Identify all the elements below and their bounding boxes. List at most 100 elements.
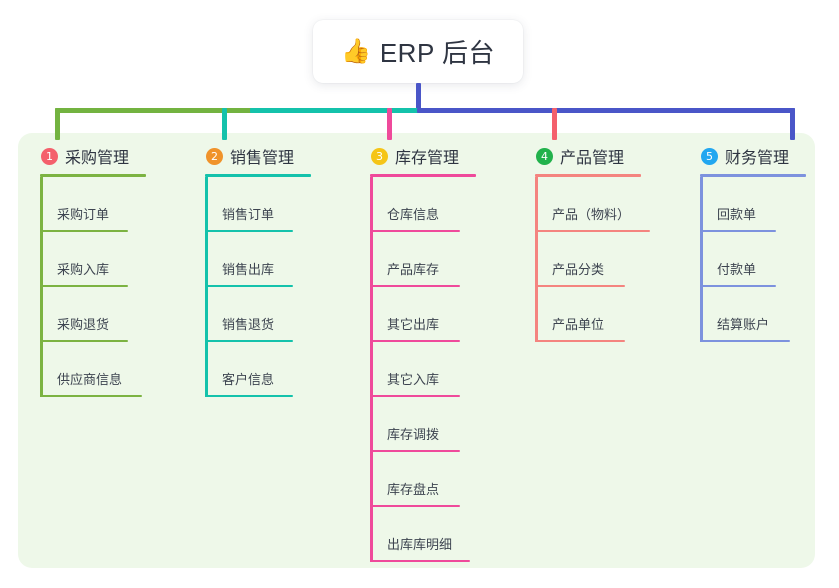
menu-item-underline [40,340,128,342]
menu-item-label: 采购订单 [57,207,110,222]
category-spine-3 [370,177,373,562]
menu-item-label: 产品库存 [387,262,440,277]
menu-item-underline [700,340,790,342]
menu-item[interactable]: 库存调拨 [370,397,476,452]
menu-item[interactable]: 出库库明细 [370,507,476,562]
menu-item-underline [205,340,293,342]
category-items-4: 产品（物料） 产品分类产品单位 [535,177,650,342]
menu-item-underline [370,230,460,232]
menu-item[interactable]: 库存盘点 [370,452,476,507]
menu-item-label: 产品分类 [552,262,605,277]
thumbs-up-icon: 👍 [340,37,371,65]
menu-item-label: 付款单 [717,262,757,277]
menu-item-label: 采购退货 [57,317,110,332]
menu-item-label: 出库库明细 [387,537,453,552]
category-column-3: 3 库存管理仓库信息产品库存其它出库其它入库库存调拨库存盘点出库库明细 [370,145,476,562]
menu-item-label: 销售订单 [222,207,275,222]
menu-item[interactable]: 采购订单 [40,177,146,232]
menu-item-label: 客户信息 [222,372,275,387]
menu-item-label: 销售出库 [222,262,275,277]
menu-item[interactable]: 销售订单 [205,177,311,232]
category-header-3[interactable]: 3 库存管理 [370,145,476,167]
category-items-1: 采购订单采购入库采购退货供应商信息 [40,177,146,397]
menu-item[interactable]: 供应商信息 [40,342,146,397]
category-underline-1 [40,174,146,177]
menu-item-label: 产品单位 [552,317,605,332]
menu-item-underline [370,395,460,397]
menu-item-underline [40,285,128,287]
connector-drop-1 [55,108,60,140]
menu-item[interactable]: 产品库存 [370,232,476,287]
category-underline-3 [370,174,476,177]
category-header-5[interactable]: 5 财务管理 [700,145,806,167]
category-header-4[interactable]: 4 产品管理 [535,145,641,167]
connector-drop-3 [387,108,392,140]
connector-drop-4 [552,108,557,140]
menu-item-label: 其它出库 [387,317,440,332]
category-title-2: 销售管理 [230,150,295,167]
menu-item-label: 库存调拨 [387,427,440,442]
menu-item-underline [40,395,142,397]
menu-item[interactable]: 产品单位 [535,287,641,342]
category-items-2: 销售订单销售出库销售退货客户信息 [205,177,311,397]
menu-item[interactable]: 付款单 [700,232,806,287]
menu-item-underline [205,285,293,287]
category-items-3: 仓库信息产品库存其它出库其它入库库存调拨库存盘点出库库明细 [370,177,476,562]
menu-item-label: 销售退货 [222,317,275,332]
category-underline-2 [205,174,311,177]
menu-item-underline [700,285,776,287]
category-title-5: 财务管理 [725,150,790,167]
menu-item-label: 其它入库 [387,372,440,387]
connector-drop-2 [222,108,227,140]
menu-item[interactable]: 其它入库 [370,342,476,397]
connector-bar-segment-2 [250,108,422,113]
category-spine-1 [40,177,43,397]
menu-item-label: 供应商信息 [57,372,123,387]
menu-item[interactable]: 销售出库 [205,232,311,287]
category-title-4: 产品管理 [560,150,625,167]
menu-item-underline [370,450,460,452]
category-badge-5: 5 [701,147,718,165]
menu-item-underline [205,395,293,397]
menu-item-underline [370,340,460,342]
category-badge-2: 2 [206,147,223,165]
category-header-1[interactable]: 1 采购管理 [40,145,146,167]
category-header-2[interactable]: 2 销售管理 [205,145,311,167]
menu-item[interactable]: 回款单 [700,177,806,232]
content-panel [18,133,815,568]
menu-item[interactable]: 其它出库 [370,287,476,342]
category-items-5: 回款单付款单结算账户 [700,177,806,342]
category-underline-4 [535,174,641,177]
category-spine-5 [700,177,703,342]
category-column-1: 1 采购管理采购订单采购入库采购退货供应商信息 [40,145,146,397]
category-title-1: 采购管理 [65,150,130,167]
menu-item-label: 仓库信息 [387,207,440,222]
category-spine-2 [205,177,208,397]
menu-item-underline [205,230,293,232]
menu-item[interactable]: 产品（物料） [535,177,650,232]
category-badge-1: 1 [41,147,58,165]
menu-item[interactable]: 结算账户 [700,287,806,342]
root-title-card[interactable]: 👍 ERP 后台 [313,20,523,83]
root-title-inner: 👍 ERP 后台 [341,33,495,70]
menu-item-label: 产品（物料） [552,207,631,222]
menu-item[interactable]: 仓库信息 [370,177,476,232]
category-badge-4: 4 [536,147,553,165]
menu-item-underline [370,285,460,287]
page-title: ERP 后台 [379,38,496,68]
menu-item-underline [370,505,460,507]
category-badge-3: 3 [371,147,388,165]
connector-bar-segment-3 [417,108,795,113]
menu-item[interactable]: 客户信息 [205,342,311,397]
menu-item[interactable]: 销售退货 [205,287,311,342]
menu-item[interactable]: 采购退货 [40,287,146,342]
menu-item-underline [535,230,650,232]
menu-item[interactable]: 产品分类 [535,232,641,287]
category-title-3: 库存管理 [395,150,460,167]
category-column-4: 4 产品管理产品（物料） 产品分类产品单位 [535,145,650,342]
menu-item[interactable]: 采购入库 [40,232,146,287]
menu-item-label: 结算账户 [717,317,770,332]
menu-item-underline [700,230,776,232]
menu-item-label: 采购入库 [57,262,110,277]
